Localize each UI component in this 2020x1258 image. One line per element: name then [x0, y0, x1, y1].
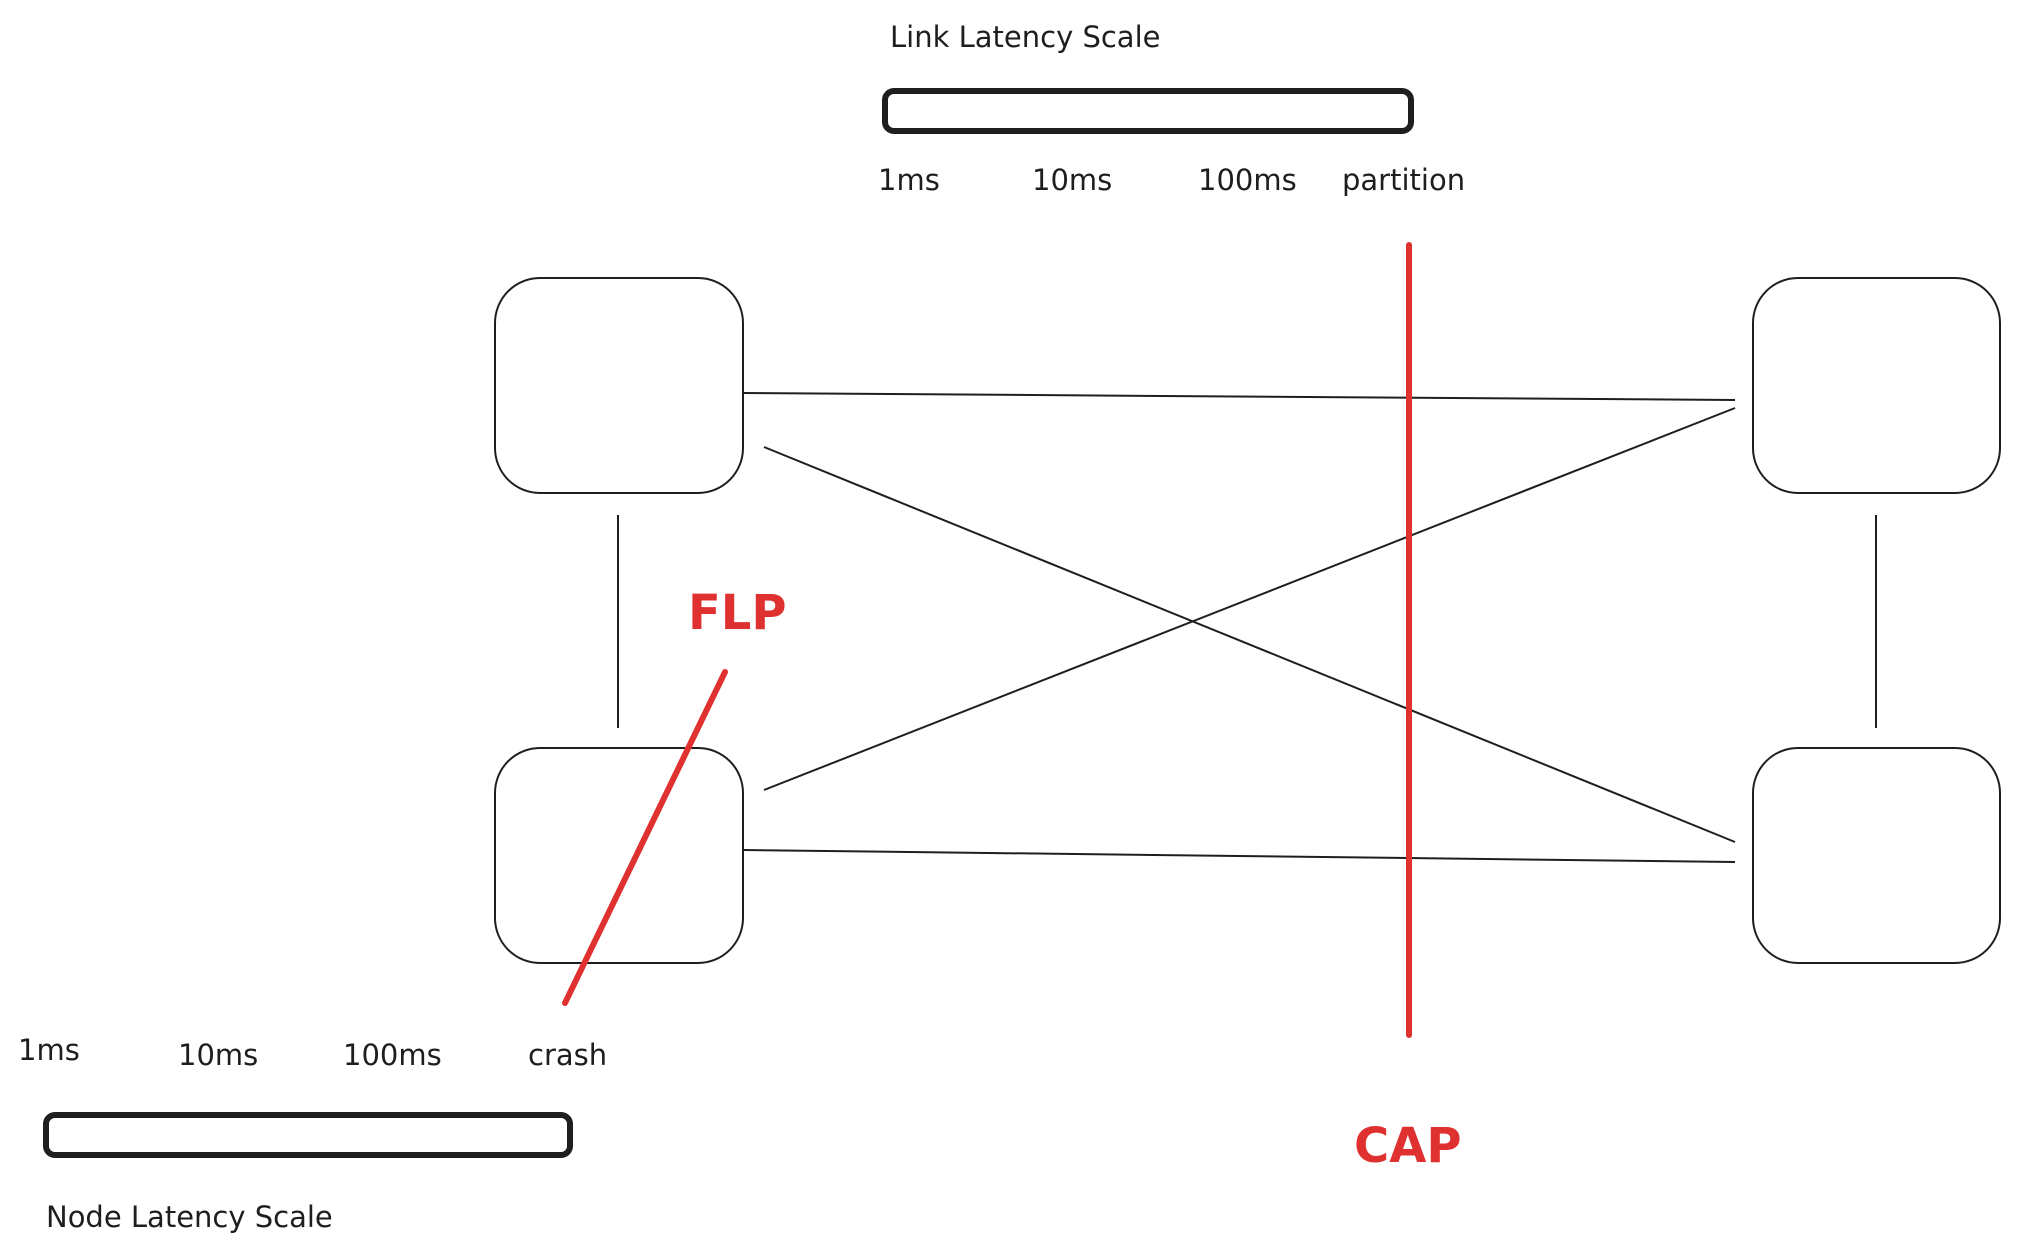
- node-tick-100ms: 100ms: [343, 1038, 442, 1072]
- link-latency-bar: [882, 88, 1414, 134]
- node-scale-title: Node Latency Scale: [46, 1200, 333, 1234]
- link-diagonal-up: [763, 407, 1736, 791]
- cap-label: CAP: [1354, 1118, 1462, 1174]
- link-top: [742, 392, 1736, 401]
- node-top-right[interactable]: [1752, 277, 2001, 494]
- link-scale-title: Link Latency Scale: [890, 20, 1161, 54]
- node-tick-1ms: 1ms: [18, 1033, 80, 1067]
- node-bottom-right[interactable]: [1752, 747, 2001, 964]
- node-tick-crash: crash: [528, 1038, 608, 1072]
- link-tick-10ms: 10ms: [1032, 163, 1113, 197]
- link-diagonal-down: [763, 446, 1736, 843]
- node-bottom-left[interactable]: [494, 747, 744, 964]
- flp-crash-line: [562, 669, 728, 1006]
- link-bottom: [742, 849, 1736, 863]
- flp-label: FLP: [688, 585, 787, 641]
- link-tick-1ms: 1ms: [878, 163, 940, 197]
- node-tick-10ms: 10ms: [178, 1038, 259, 1072]
- link-tick-100ms: 100ms: [1198, 163, 1297, 197]
- node-top-left[interactable]: [494, 277, 744, 494]
- node-latency-bar: [43, 1112, 573, 1158]
- link-tick-partition: partition: [1342, 163, 1466, 197]
